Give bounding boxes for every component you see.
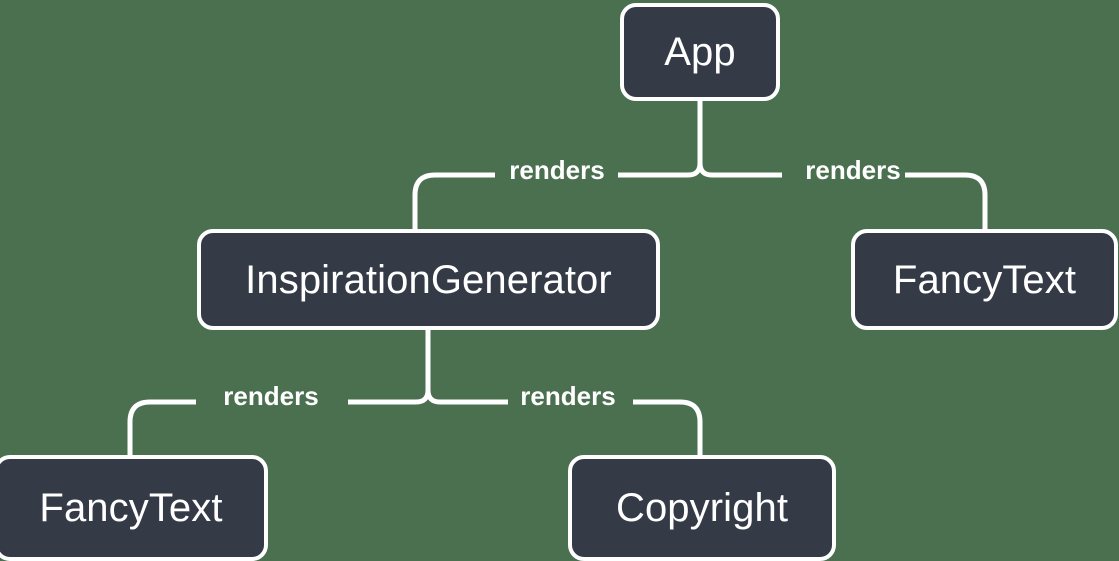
node-inspirationgenerator-label: InspirationGenerator — [245, 257, 612, 302]
node-fancytext-left[interactable]: FancyText — [0, 455, 268, 561]
edge-ig-bus-right — [425, 389, 508, 405]
node-app[interactable]: App — [620, 3, 780, 101]
edge-app-bus-right — [697, 162, 782, 178]
node-app-label: App — [664, 30, 736, 74]
edge-ig-bus-left — [348, 389, 431, 405]
edge-app-to-fancytext-right — [905, 172, 988, 229]
node-copyright[interactable]: Copyright — [568, 455, 836, 561]
node-fancytext-left-label: FancyText — [39, 486, 223, 530]
edge-label-app-to-inspirationgenerator: renders — [509, 155, 605, 185]
edge-app-bus-left — [618, 162, 703, 178]
node-fancytext-right[interactable]: FancyText — [851, 229, 1118, 330]
edge-label-inspirationgenerator-to-copyright: renders — [520, 381, 616, 411]
edge-label-app-to-fancytext-right: renders — [805, 155, 901, 185]
node-copyright-label: Copyright — [615, 486, 789, 530]
node-fancytext-right-label: FancyText — [892, 257, 1077, 302]
edge-label-inspirationgenerator-to-fancytext-left: renders — [223, 381, 319, 411]
edge-inspirationgenerator-to-copyright — [633, 399, 703, 455]
node-inspirationgenerator[interactable]: InspirationGenerator — [197, 229, 660, 330]
edge-inspirationgenerator-to-fancytext-left — [127, 399, 196, 455]
edge-app-to-inspirationgenerator — [412, 172, 495, 229]
